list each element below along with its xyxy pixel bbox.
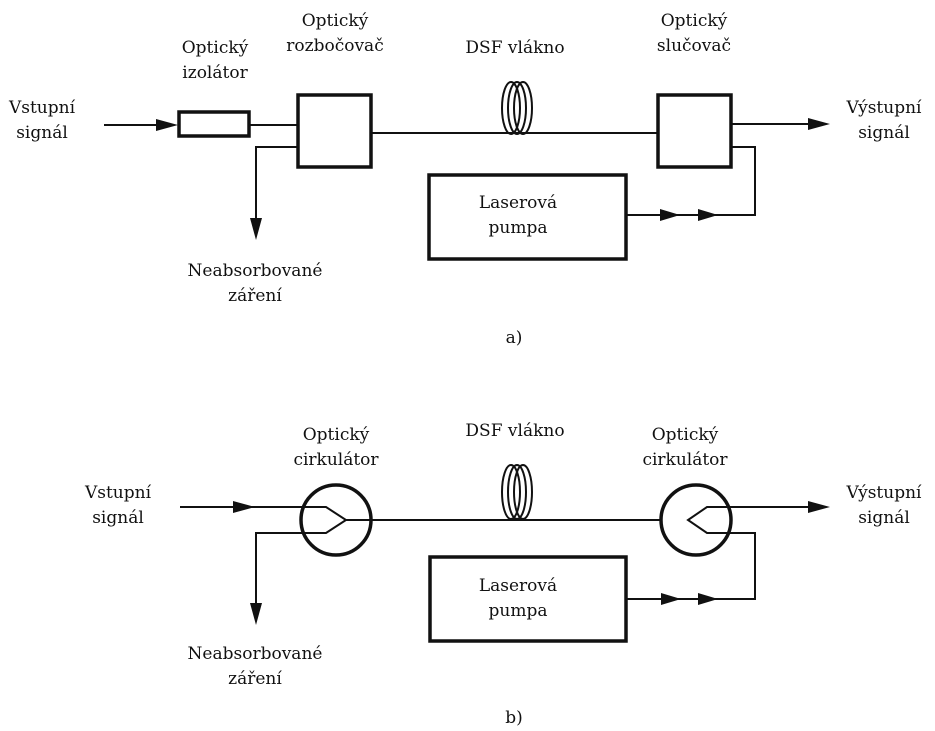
- input-label-line1: Vstupní: [84, 483, 152, 503]
- dsf-fiber-coil: [501, 81, 533, 135]
- pump-label-line2: pumpa: [489, 601, 548, 621]
- laser-pump: [428, 555, 628, 643]
- splitter-label-line2: rozbočovač: [286, 36, 383, 56]
- residual-label-line1: Neabsorbované: [188, 644, 323, 664]
- output-label-line2: signál: [858, 123, 910, 143]
- residual-branch-line: [255, 532, 304, 605]
- caption-b: b): [505, 708, 523, 728]
- residual-arrowhead: [250, 603, 262, 625]
- pump-arrowhead-2: [698, 593, 718, 605]
- output-label-line1: Výstupní: [846, 98, 923, 118]
- optical-circulator-right: [659, 483, 733, 557]
- pump-label-line1: Laserová: [479, 193, 557, 213]
- output-arrowhead: [808, 501, 830, 513]
- input-label-line1: Vstupní: [8, 98, 76, 118]
- fiber-label: DSF vlákno: [465, 421, 564, 441]
- pump-arrowhead-2: [698, 209, 718, 221]
- output-arrowhead: [808, 118, 830, 130]
- residual-label-line2: záření: [228, 669, 282, 689]
- pump-arrowhead-1: [660, 209, 680, 221]
- laser-pump: [427, 173, 628, 261]
- combiner-label-line1: Optický: [661, 11, 728, 31]
- isolator-label-line1: Optický: [182, 38, 249, 58]
- pump-arrowhead-1: [661, 593, 681, 605]
- input-arrowhead: [233, 501, 255, 513]
- circulator-left-label-line2: cirkulátor: [293, 450, 379, 470]
- panel-b: Vstupní signál Optický cirkulátor Neabso…: [84, 421, 922, 728]
- residual-branch-line: [255, 146, 298, 220]
- circulator-right-label-line1: Optický: [652, 425, 719, 445]
- pump-label-line2: pumpa: [489, 218, 548, 238]
- fiber-label: DSF vlákno: [465, 38, 564, 58]
- circulator-left-label-line1: Optický: [303, 425, 370, 445]
- circulator-right-label-line2: cirkulátor: [642, 450, 728, 470]
- isolator-label-line2: izolátor: [182, 63, 248, 83]
- residual-label-line1: Neabsorbované: [188, 261, 323, 281]
- input-arrowhead: [156, 119, 178, 131]
- dsf-fiber-coil: [501, 464, 533, 520]
- optical-combiner: [656, 93, 733, 169]
- output-label-line1: Výstupní: [846, 483, 923, 503]
- optical-splitter: [296, 93, 373, 169]
- output-label-line2: signál: [858, 508, 910, 528]
- caption-a: a): [506, 328, 523, 348]
- residual-arrowhead: [250, 218, 262, 240]
- pump-label-line1: Laserová: [479, 576, 557, 596]
- panel-a: Vstupní signál Optický izolátor Optický …: [8, 11, 922, 348]
- residual-label-line2: záření: [228, 286, 282, 306]
- input-label-line2: signál: [16, 123, 68, 143]
- pump-feed-line: [626, 532, 756, 600]
- input-label-line2: signál: [92, 508, 144, 528]
- pump-feed-line: [626, 146, 756, 216]
- splitter-label-line1: Optický: [302, 11, 369, 31]
- circulator-right-path: [686, 506, 730, 534]
- optical-isolator: [177, 110, 251, 138]
- combiner-label-line2: slučovač: [657, 36, 731, 56]
